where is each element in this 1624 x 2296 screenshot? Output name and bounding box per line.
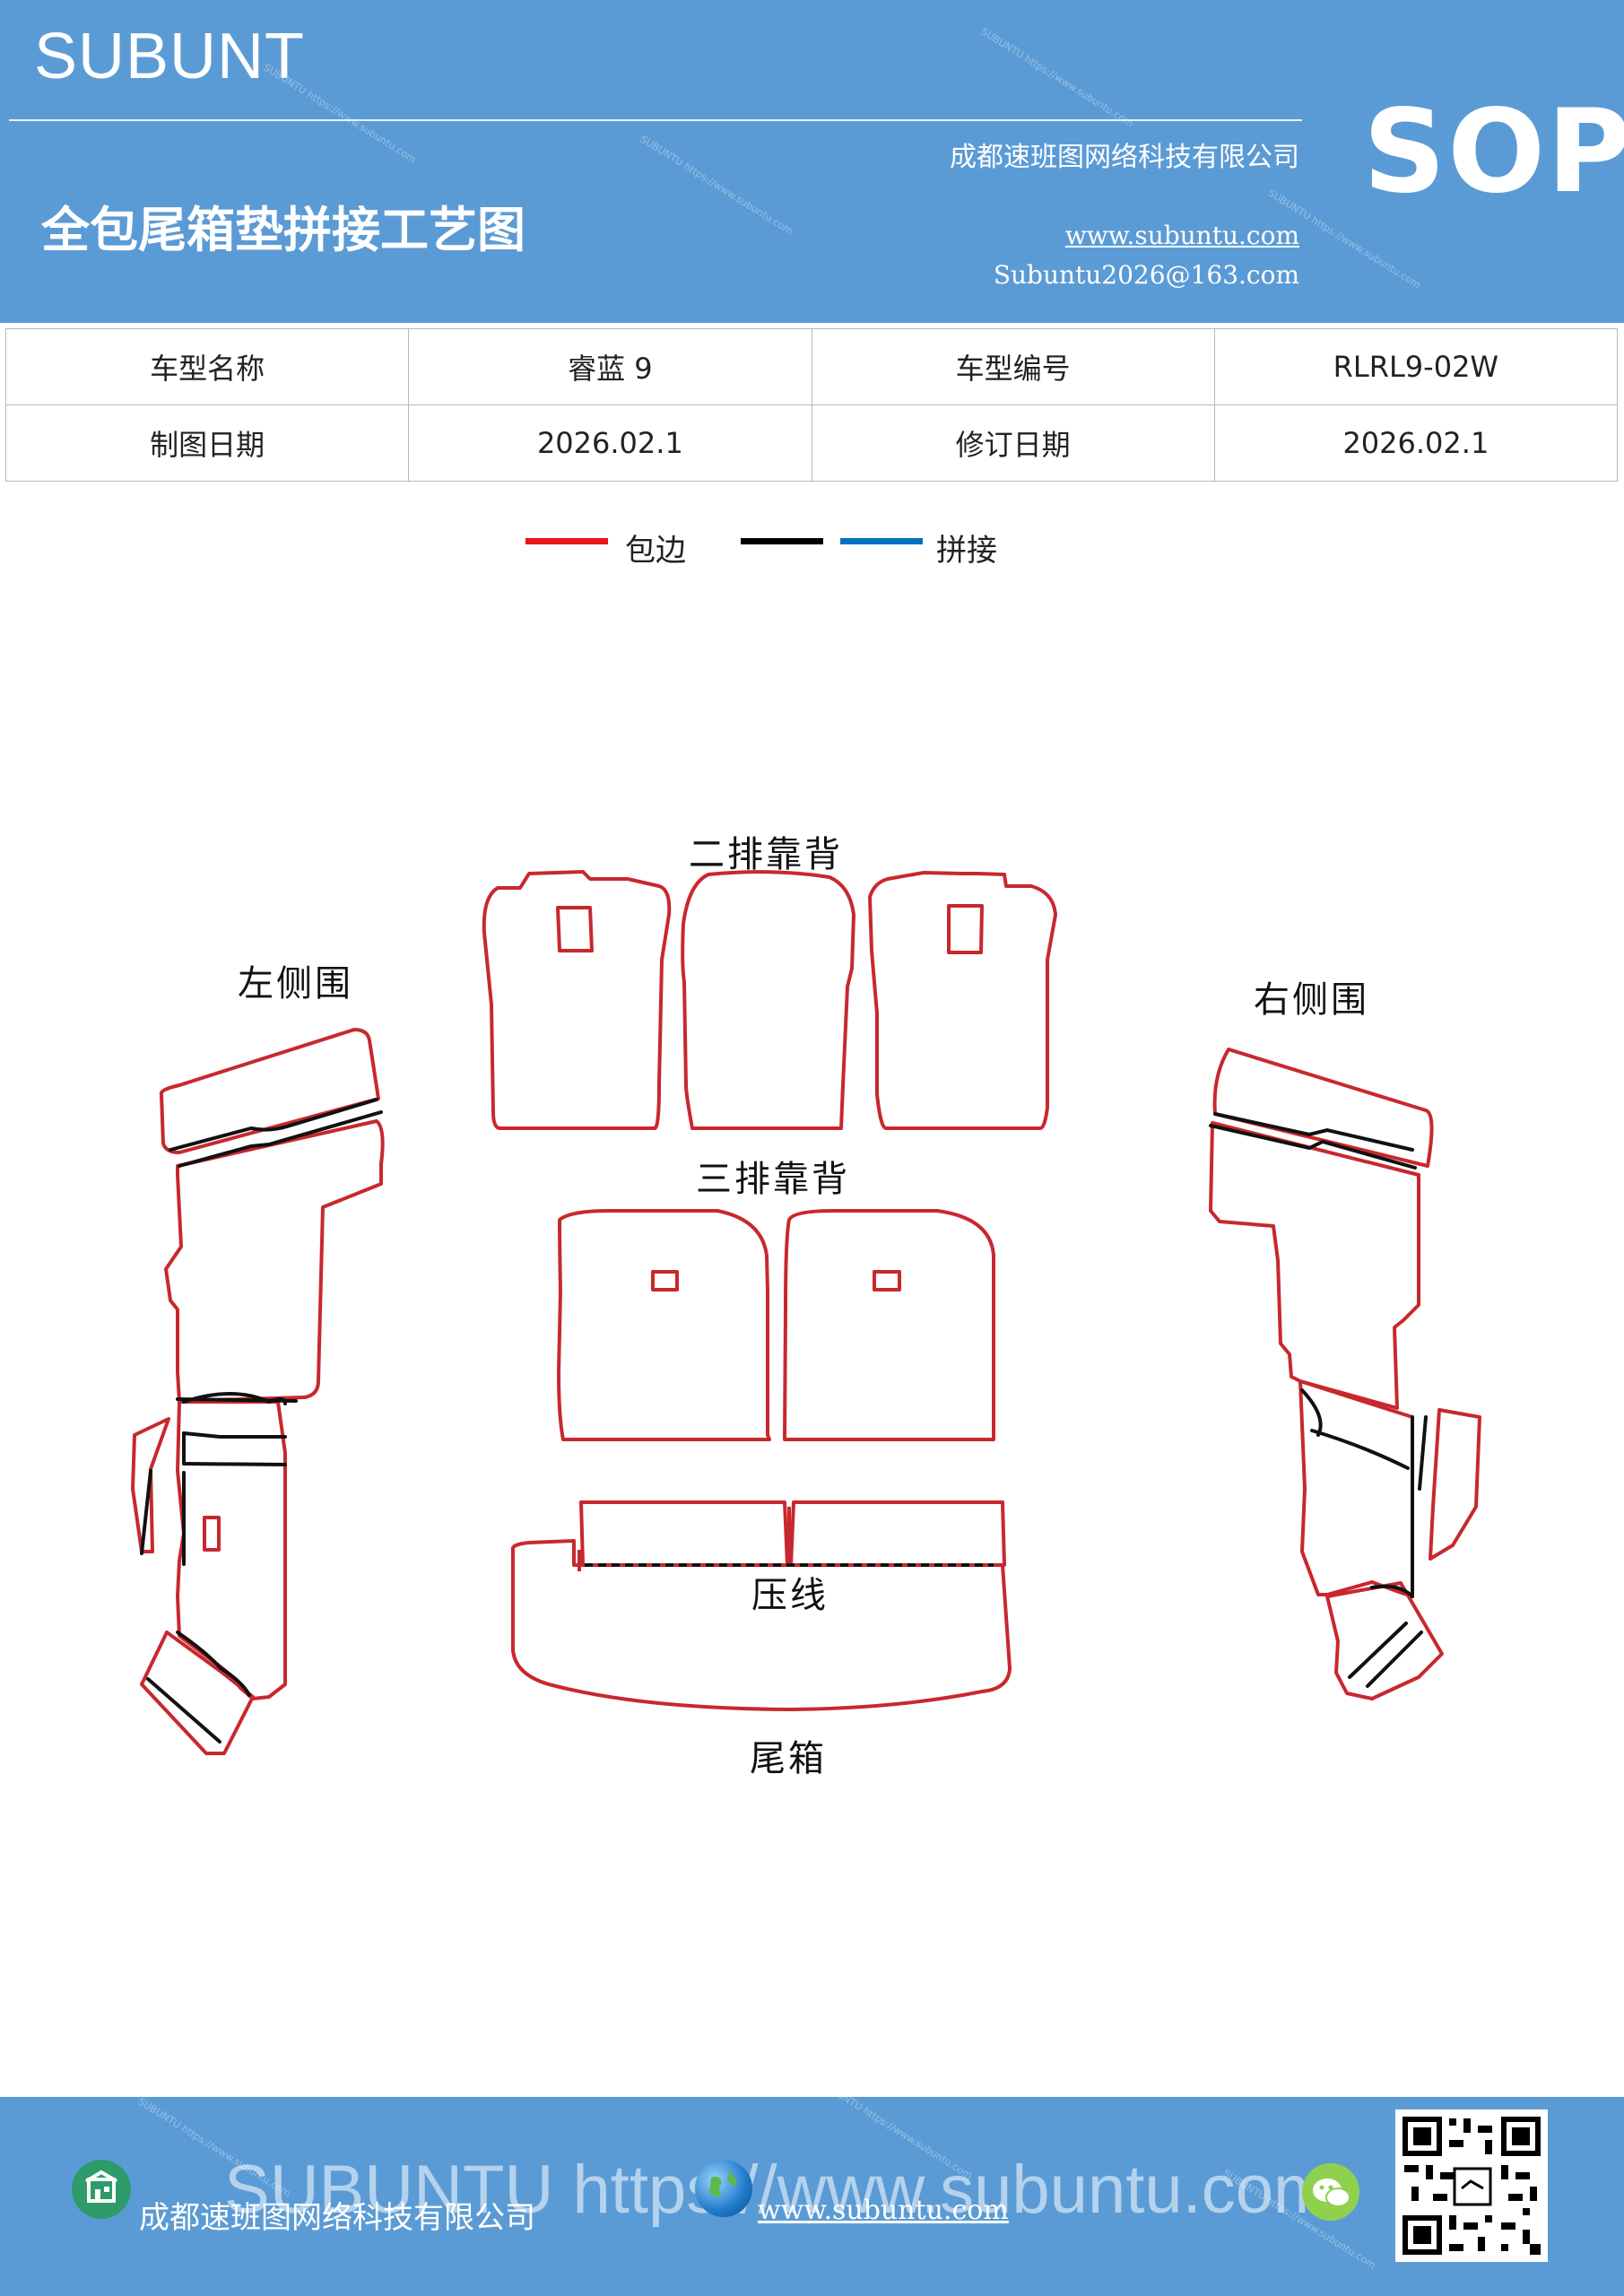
table-cell: 车型编号 — [811, 328, 1215, 405]
right-side-middle — [1209, 1121, 1420, 1410]
label-second-row: 二排靠背 — [689, 834, 843, 875]
right-side-flap — [1429, 1408, 1481, 1561]
table-cell: RLRL9-02W — [1213, 328, 1619, 405]
seam-right-foot — [1366, 1631, 1423, 1688]
legend-label-binding: 包边 — [625, 533, 686, 569]
seam-left-foot — [146, 1677, 221, 1744]
third-row-right-panel — [783, 1209, 995, 1441]
seam-left-top-b — [178, 1110, 383, 1168]
seam-right-top-a — [1213, 1112, 1414, 1152]
legend-label-splice: 拼接 — [936, 533, 997, 569]
table-row: 制图日期 2026.02.1 修订日期 2026.02.1 — [4, 404, 1619, 482]
watermark: SUBUNTU https://www.subuntu.com — [978, 25, 1136, 130]
right-side-foot — [1325, 1581, 1444, 1700]
second-row-left-hole — [556, 906, 594, 952]
label-right-side: 右侧围 — [1254, 979, 1369, 1021]
seam-right-foot2 — [1348, 1622, 1408, 1679]
seam-right-low — [1370, 1584, 1414, 1598]
legend: 包边 拼接 — [0, 520, 1624, 574]
wechat-icon[interactable] — [1302, 2163, 1359, 2221]
left-side-middle — [164, 1119, 385, 1403]
trunk-top-right — [789, 1500, 1006, 1567]
globe-icon — [695, 2160, 752, 2217]
building-icon — [72, 2160, 131, 2219]
trunk-top-left — [579, 1500, 789, 1567]
left-side-lower — [176, 1400, 287, 1700]
seam-right-top-b — [1209, 1124, 1417, 1170]
second-row-left-panel — [482, 870, 672, 1130]
third-row-left-hole — [651, 1270, 679, 1292]
vehicle-info-table: 车型名称 睿蓝 9 车型编号 RLRL9-02W 制图日期 2026.02.1 … — [4, 328, 1619, 482]
seam-left-top-a — [169, 1098, 378, 1152]
table-cell: 制图日期 — [4, 404, 410, 482]
second-row-right-hole — [947, 904, 984, 954]
footer-watermark: SUBUNTU https://www.subuntu.com — [224, 2152, 1331, 2228]
table-cell: 2026.02.1 — [408, 404, 812, 482]
left-side-top — [159, 1028, 380, 1154]
table-cell: 修订日期 — [811, 404, 1215, 482]
seam-left-flap — [140, 1469, 152, 1555]
pattern-pieces — [131, 870, 1481, 1755]
legend-swatch-binding — [525, 538, 608, 544]
header-banner: SUBUNTU https://www.subuntu.com SUBUNTU … — [0, 0, 1624, 323]
label-third-row: 三排靠背 — [696, 1159, 850, 1200]
table-cell: 2026.02.1 — [1213, 404, 1619, 482]
brand-logo-text: SUBUNT — [34, 21, 306, 92]
label-left-side: 左侧围 — [238, 963, 353, 1004]
seam-right-flap — [1418, 1415, 1428, 1491]
left-side-foot — [140, 1631, 255, 1755]
seam-left-curve — [176, 1631, 251, 1697]
seam-right-bottom — [1300, 1388, 1323, 1437]
email-address: Subuntu2026@163.com — [993, 260, 1299, 290]
seam-left-low2 — [182, 1462, 287, 1466]
header-divider — [9, 119, 1302, 121]
website-link[interactable]: www.subuntu.com — [1064, 221, 1299, 250]
footer-company-name: 成都速班图网络科技有限公司 — [139, 2200, 535, 2236]
third-row-left-panel — [557, 1209, 771, 1441]
table-cell: 车型名称 — [4, 328, 410, 405]
page-title: 全包尾箱垫拼接工艺图 — [41, 202, 525, 258]
footer-banner: SUBUNTU https://www.subuntu.com SUBUNTU … — [0, 2097, 1624, 2296]
trunk-floor — [510, 1539, 1012, 1711]
watermark: SUBUNTU https://www.subuntu.com — [638, 133, 795, 238]
seam-left-mid2 — [182, 1392, 287, 1405]
label-trunk: 尾箱 — [750, 1738, 827, 1779]
legend-swatch-splice — [840, 538, 923, 544]
seam-right-mid — [1310, 1429, 1410, 1470]
legend-swatch-black — [741, 538, 823, 544]
third-row-right-hole — [873, 1270, 901, 1292]
second-row-right-panel — [868, 871, 1057, 1130]
footer-website-link[interactable]: www.subuntu.com — [758, 2195, 1009, 2226]
table-cell: 睿蓝 9 — [408, 328, 812, 405]
splice-diagram: 二排靠背 三排靠背 左侧围 右侧围 压线 尾箱 — [0, 789, 1624, 1794]
seam-left-low — [182, 1431, 287, 1439]
left-side-flap — [131, 1417, 170, 1553]
right-side-top — [1212, 1048, 1434, 1168]
company-name: 成都速班图网络科技有限公司 — [950, 142, 1299, 173]
label-crease: 压线 — [751, 1575, 829, 1616]
sop-mark: SOP — [1363, 85, 1624, 219]
second-row-center-panel — [681, 870, 855, 1130]
table-row: 车型名称 睿蓝 9 车型编号 RLRL9-02W — [4, 328, 1619, 405]
left-side-lower-hole — [203, 1516, 221, 1552]
qr-code — [1395, 2109, 1548, 2262]
